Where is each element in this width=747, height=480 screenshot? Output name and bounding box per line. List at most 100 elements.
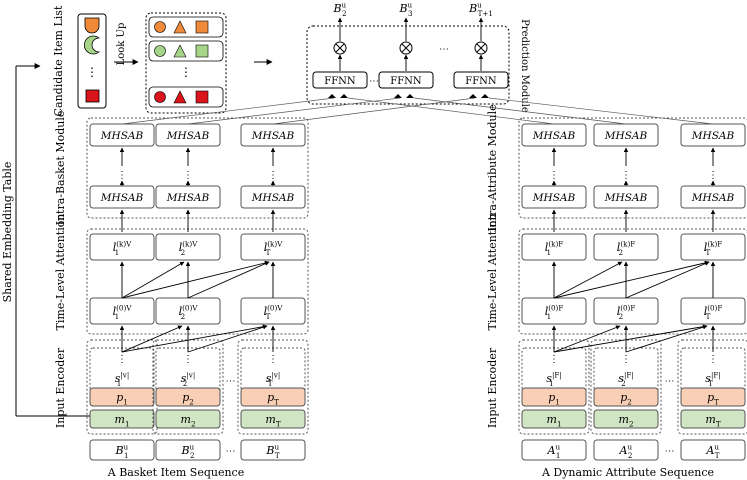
- ffnn-box: [378, 71, 434, 89]
- p-label: p1: [548, 391, 560, 406]
- item-embedding: [680, 409, 746, 429]
- vertical-ellipsis: ⋮: [183, 170, 193, 181]
- vertical-ellipsis: ⋮: [183, 354, 193, 365]
- item-embedding: [593, 409, 659, 429]
- time-level-label-left: Time-Level Attention: [54, 214, 67, 331]
- mhsab-label: MHSAB: [251, 192, 295, 204]
- ffnn-box: [312, 71, 368, 89]
- s-label: s|v|T: [266, 371, 281, 388]
- position-embedding: [680, 387, 746, 407]
- input-token: [240, 439, 306, 461]
- p-label: pT: [267, 391, 279, 406]
- attention-cross-arrow: [121, 261, 185, 299]
- mhsab-label: MHSAB: [691, 192, 735, 204]
- mhsab-block: [680, 123, 746, 147]
- mhsab-block: [593, 123, 659, 147]
- m-label: mT: [265, 413, 280, 428]
- attribute-to-predict-line: [413, 97, 627, 125]
- basket-to-predict-line: [121, 97, 335, 125]
- mhsab-block: [240, 123, 306, 147]
- attribute-sequence-caption: A Dynamic Attribute Sequence: [541, 466, 714, 479]
- position-embedding: [593, 387, 659, 407]
- position-embedding: [89, 387, 155, 407]
- ffnn-label: FFNN: [465, 76, 497, 87]
- time-attention-top: [155, 233, 221, 261]
- attention-cross-arrow: [553, 261, 623, 299]
- ffnn-label: FFNN: [390, 76, 422, 87]
- m-label: m2: [619, 413, 634, 428]
- m-label: m2: [181, 413, 196, 428]
- attention-cross-arrow: [121, 260, 270, 299]
- attribute-to-predict-line: [488, 97, 714, 125]
- encoder-cross-arrow: [553, 324, 708, 353]
- p-label: pT: [707, 391, 719, 406]
- mhsab-label: MHSAB: [100, 192, 144, 204]
- encoder-cross-arrow: [187, 325, 268, 353]
- input-token: [521, 439, 587, 461]
- time-attention-top: [521, 233, 587, 261]
- ffnn-box: [453, 71, 509, 89]
- basket-mhsab-group: [86, 117, 309, 219]
- mhsab-label: MHSAB: [100, 130, 144, 142]
- encoder-cross-arrow: [121, 324, 268, 353]
- mhsab-label: MHSAB: [166, 130, 210, 142]
- vertical-ellipsis: ⋮: [708, 354, 718, 365]
- s-label: s|F|2: [618, 371, 633, 388]
- m-label: mT: [705, 413, 720, 428]
- ellipsis: ⋯: [369, 76, 379, 87]
- ellipsis: ⋯: [226, 376, 236, 387]
- basket-to-predict-line: [187, 97, 401, 125]
- vertical-ellipsis: ⋮: [549, 354, 559, 365]
- basket-time-level-group: [86, 228, 309, 335]
- time-attention-top: [89, 233, 155, 261]
- mhsab-label: MHSAB: [251, 130, 295, 142]
- attention-cross-arrow: [625, 261, 710, 299]
- encoder-cross-arrow: [553, 325, 621, 353]
- s-label: s|v|1: [115, 371, 130, 388]
- attention-cross-arrow: [187, 261, 270, 299]
- item-embedding: [155, 409, 221, 429]
- basket-sequence-caption: A Basket Item Sequence: [107, 466, 244, 479]
- input-token: [593, 439, 659, 461]
- embedding-row-green: [148, 40, 224, 62]
- p-label: p1: [116, 391, 128, 406]
- attribute-to-predict-line: [347, 97, 555, 125]
- position-embedding: [155, 387, 221, 407]
- encoder-cross-arrow: [121, 325, 183, 353]
- position-embedding: [521, 387, 587, 407]
- attention-cross-arrow: [553, 260, 710, 299]
- input-encoder-label-left: Input Encoder: [54, 347, 67, 428]
- red-square-icon: [85, 89, 100, 103]
- embedding-row-orange: [148, 16, 224, 38]
- m-label: m1: [115, 413, 130, 428]
- mhsab-label: MHSAB: [532, 130, 576, 142]
- candidate-ellipsis: ⋮: [86, 65, 98, 79]
- position-embedding: [240, 387, 306, 407]
- vertical-ellipsis: ⋮: [117, 170, 127, 181]
- s-label: s|F|T: [705, 371, 720, 388]
- p-label: p2: [182, 391, 194, 406]
- mhsab-label: MHSAB: [604, 192, 648, 204]
- input-token: [680, 439, 746, 461]
- ellipsis: ⋯: [439, 44, 449, 55]
- ellipsis: ⋯: [665, 446, 675, 457]
- vertical-ellipsis: ⋮: [549, 170, 559, 181]
- green-crescent-icon: [84, 35, 101, 55]
- time-attention-top: [593, 233, 659, 261]
